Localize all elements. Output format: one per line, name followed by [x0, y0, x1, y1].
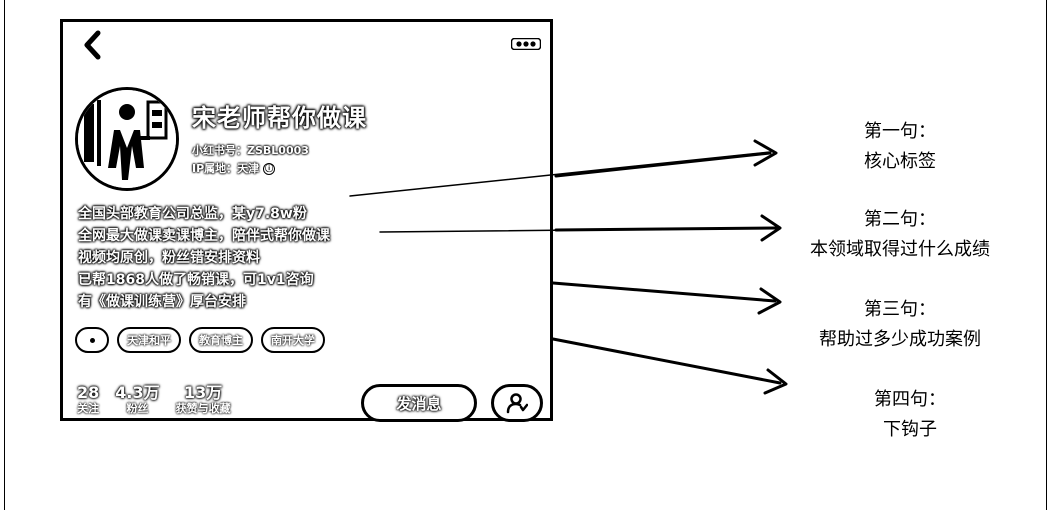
avatar[interactable]: [75, 87, 179, 191]
annotation-4: 第四句： 下钩子: [830, 385, 990, 445]
gender-tag[interactable]: [75, 327, 109, 353]
annotation-1-title: 第一句：: [864, 121, 936, 142]
arrow-4: [551, 337, 788, 395]
tag-category[interactable]: 教育博主: [189, 327, 253, 353]
tag-school[interactable]: 南开大学: [261, 327, 325, 353]
annotation-3-desc: 帮助过多少成功案例: [819, 329, 981, 350]
arrow-3: [551, 281, 782, 315]
bio-line-3: 视频均原创，粉丝错安排资料: [78, 250, 260, 266]
profile-name: 宋老师帮你做课: [192, 104, 367, 132]
more-dots-icon[interactable]: [511, 38, 541, 50]
bio-line-2: 全网最大做课卖课博主，陪伴式帮你做课: [78, 228, 330, 244]
annotation-3-title: 第三句：: [864, 299, 936, 320]
stat-followers-value: 4.3万: [115, 383, 160, 402]
frame-left-border: [4, 0, 5, 510]
annotation-2-title: 第二句：: [864, 209, 936, 230]
bio-line-5: 有《做课训练营》厚台安排: [78, 294, 246, 310]
send-message-button[interactable]: 发消息: [361, 384, 477, 422]
account-id: 小红书号：ZSBL0003: [192, 144, 309, 157]
stat-followers-label: 粉丝: [126, 402, 149, 415]
gender-dot-icon: [89, 337, 95, 343]
frame-right-border: [1046, 0, 1047, 510]
annotation-3: 第三句： 帮助过多少成功案例: [785, 295, 1015, 355]
profile-tags: 天津和平 教育博主 南开大学: [75, 327, 325, 353]
stat-likes-label: 获赞与收藏: [175, 402, 231, 415]
stat-followers[interactable]: 4.3万 粉丝: [115, 384, 159, 416]
stat-following-label: 关注: [77, 402, 100, 415]
stat-following[interactable]: 28 关注: [77, 384, 99, 416]
annotation-2: 第二句： 本领域取得过什么成绩: [770, 205, 1030, 265]
stat-following-value: 28: [77, 383, 100, 402]
chevron-left-icon[interactable]: [81, 30, 105, 60]
user-add-icon: [506, 393, 528, 414]
stat-likes-value: 13万: [183, 383, 223, 402]
annotation-2-desc: 本领域取得过什么成绩: [810, 239, 990, 260]
annotation-4-title: 第四句：: [874, 389, 946, 410]
ip-location-text: IP属地：天津: [192, 162, 260, 175]
stat-likes[interactable]: 13万 获赞与收藏: [176, 384, 231, 416]
bio-line-4: 已帮1868人做了畅销课，可1v1咨询: [78, 272, 314, 288]
avatar-photo: [78, 90, 176, 188]
tag-location[interactable]: 天津和平: [117, 327, 181, 353]
follow-button[interactable]: [491, 384, 543, 422]
bio-line-1: 全国头部教育公司总监，某y7.8w粉: [78, 206, 307, 222]
info-icon[interactable]: ⓘ: [263, 163, 276, 175]
annotation-1-desc: 核心标签: [864, 151, 936, 172]
annotation-1: 第一句： 核心标签: [820, 117, 980, 177]
profile-stats: 28 关注 4.3万 粉丝 13万 获赞与收藏: [77, 384, 231, 416]
profile-bio: 全国头部教育公司总监，某y7.8w粉 全网最大做课卖课博主，陪伴式帮你做课 视频…: [78, 203, 330, 313]
annotation-4-desc: 下钩子: [883, 419, 937, 440]
